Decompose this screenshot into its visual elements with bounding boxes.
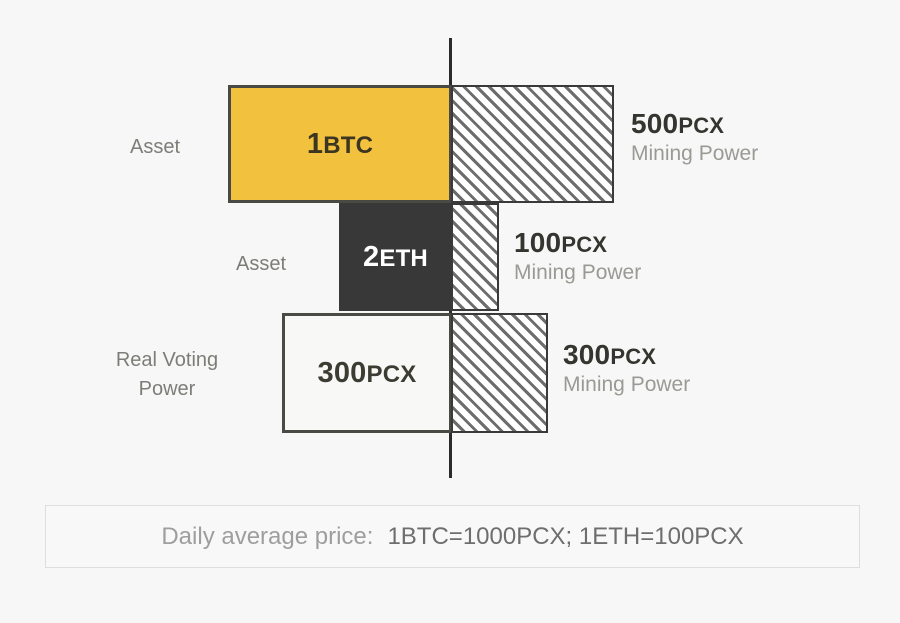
asset-box-eth: 2ETH [339, 203, 452, 311]
daily-average-price-label: Daily average price: [161, 522, 374, 550]
annotation-eth-amount-unit: PCX [561, 232, 608, 257]
caption-asset-btc: Asset [129, 136, 181, 158]
annotation-voting-amount-value: 300 [563, 339, 611, 370]
voting-power-box-unit: PCX [366, 360, 417, 388]
annotation-mining-power-eth: 100PCX Mining Power [514, 227, 641, 287]
caption-asset-eth: Asset [235, 253, 287, 275]
annotation-mining-power-voting: 300PCX Mining Power [563, 339, 690, 399]
asset-box-btc: 1BTC [228, 85, 452, 203]
annotation-btc-amount: 500PCX [631, 108, 758, 139]
annotation-mining-power-btc: 500PCX Mining Power [631, 108, 758, 168]
voting-power-box-value: 300 [317, 356, 367, 389]
daily-average-price-note: Daily average price: 1BTC=1000PCX; 1ETH=… [45, 505, 860, 568]
asset-box-eth-value: 2 [363, 240, 380, 273]
annotation-voting-amount: 300PCX [563, 339, 690, 370]
voting-power-box: 300PCX [282, 313, 452, 433]
daily-average-price-value: 1BTC=1000PCX; 1ETH=100PCX [387, 522, 744, 550]
asset-box-btc-label: 1BTC [307, 128, 373, 161]
annotation-btc-amount-value: 500 [631, 108, 679, 139]
annotation-voting-amount-unit: PCX [610, 344, 657, 369]
mining-power-box-eth [451, 203, 499, 311]
voting-power-box-label: 300PCX [318, 357, 417, 390]
asset-box-btc-unit: BTC [323, 131, 374, 159]
annotation-eth-sub: Mining Power [514, 261, 642, 285]
asset-box-eth-label: 2ETH [363, 241, 428, 274]
annotation-btc-amount-unit: PCX [678, 113, 725, 138]
mining-power-box-btc [451, 85, 614, 203]
caption-real-voting-power: Real Voting Power [115, 349, 219, 400]
asset-box-eth-unit: ETH [379, 244, 428, 272]
annotation-btc-sub: Mining Power [631, 142, 759, 166]
annotation-eth-amount: 100PCX [514, 227, 641, 258]
annotation-eth-amount-value: 100 [514, 227, 562, 258]
annotation-voting-sub: Mining Power [563, 373, 691, 397]
asset-box-btc-value: 1 [306, 127, 324, 160]
mining-power-box-voting [451, 313, 548, 433]
